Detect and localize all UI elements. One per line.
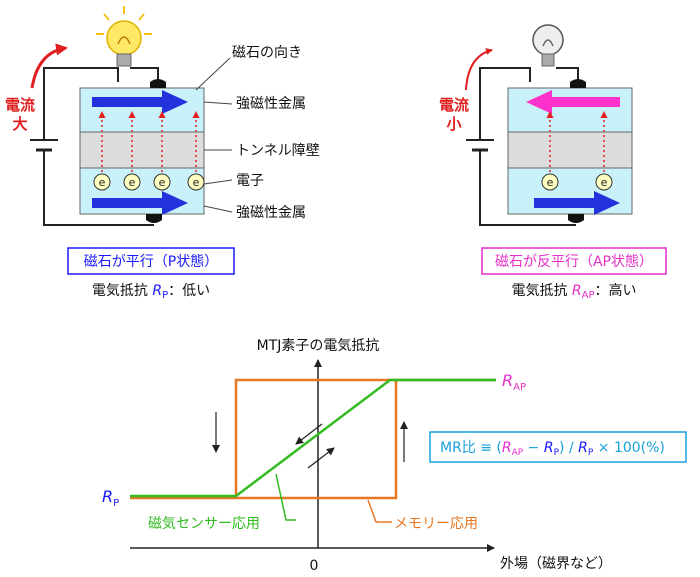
electron-icon: e xyxy=(541,173,559,191)
svg-text:e: e xyxy=(129,176,136,189)
label-tunnel-barrier: トンネル障壁 xyxy=(236,143,320,159)
current-flow-arrow xyxy=(465,48,493,91)
top-electrode xyxy=(150,79,166,88)
mr-ratio-box xyxy=(429,431,687,463)
label-ferromagnet-top: 強磁性金属 xyxy=(236,96,306,112)
x-axis-title: 外場（磁界など） xyxy=(500,556,612,572)
current-label-line2: 小 xyxy=(446,115,461,133)
unlit-bulb-icon xyxy=(532,24,564,67)
top-electrode xyxy=(570,79,586,88)
r-p-label: RP xyxy=(102,487,119,509)
svg-text:e: e xyxy=(99,176,106,189)
bottom-electrode xyxy=(146,214,162,223)
tunnel-barrier-layer xyxy=(507,131,633,169)
ferromagnet-top-layer xyxy=(79,87,205,133)
current-flow-arrow xyxy=(30,43,68,89)
tunneling-arrows xyxy=(98,111,200,172)
magnet-arrow-bottom xyxy=(92,191,188,215)
label-electron: 電子 xyxy=(236,173,264,189)
r-ap-label: RAP xyxy=(502,371,526,393)
magnet-arrow-top xyxy=(526,90,620,114)
mr-ratio-formula: MR比 ≡ (RAP − RP) / RP × 100(%) xyxy=(440,440,665,458)
p-state-panel: 電流 大 e e e xyxy=(5,6,320,301)
circuit-wire-left xyxy=(43,67,154,226)
memory-leader-line xyxy=(367,499,392,523)
electron-icon: e xyxy=(123,173,141,191)
p-state-box xyxy=(67,247,235,275)
svg-text:e: e xyxy=(193,176,200,189)
battery-icon xyxy=(466,139,494,160)
sensor-linear-response xyxy=(130,378,496,498)
sensor-leader-line xyxy=(275,473,296,521)
magnet-arrow-bottom xyxy=(534,191,620,215)
p-resistance-label: 電気抵抗 RP：低い xyxy=(92,283,210,301)
label-magnet-direction: 磁石の向き xyxy=(232,45,302,61)
ap-state-panel: 電流 小 e e 磁石が反平行（AP状態） 電気抵抗 RAP：高い xyxy=(439,24,667,301)
tunnel-barrier-layer xyxy=(79,131,205,169)
svg-text:e: e xyxy=(159,176,166,189)
ap-state-label: 磁石が反平行（AP状態） xyxy=(495,254,653,270)
current-label-line1: 電流 xyxy=(5,96,35,114)
origin-label: 0 xyxy=(310,558,319,574)
electron-icon: e xyxy=(595,173,613,191)
bottom-electrode xyxy=(568,214,584,223)
circuit-wire-right xyxy=(556,67,579,82)
electron-icon: e xyxy=(187,173,205,191)
battery-icon xyxy=(30,139,58,160)
resistance-graph: MTJ素子の電気抵抗 外場（磁界など） 0 RAP RP MR比 ≡ (RAP … xyxy=(102,338,687,574)
electron-icon: e xyxy=(93,173,111,191)
tunneling-arrows xyxy=(546,111,608,172)
circuit-wire-left xyxy=(479,67,576,226)
sweep-direction-arrows xyxy=(212,412,408,469)
lit-bulb-icon xyxy=(96,6,152,67)
sensor-application-label: 磁気センサー応用 xyxy=(148,516,260,532)
magnet-arrow-top xyxy=(92,90,188,114)
svg-text:e: e xyxy=(601,176,608,189)
current-label-line1: 電流 xyxy=(439,96,469,114)
svg-text:e: e xyxy=(547,176,554,189)
ap-state-box xyxy=(481,247,667,275)
ap-resistance-label: 電気抵抗 RAP：高い xyxy=(511,282,636,301)
y-axis-title: MTJ素子の電気抵抗 xyxy=(257,338,380,354)
p-state-label: 磁石が平行（P状態） xyxy=(84,254,218,270)
label-ferromagnet-bottom: 強磁性金属 xyxy=(236,205,306,221)
current-label-line2: 大 xyxy=(12,115,27,133)
electron-icon: e xyxy=(153,173,171,191)
circuit-wire-right xyxy=(130,67,159,82)
memory-application-label: メモリー応用 xyxy=(394,516,478,532)
ferromagnet-top-layer xyxy=(507,87,633,133)
